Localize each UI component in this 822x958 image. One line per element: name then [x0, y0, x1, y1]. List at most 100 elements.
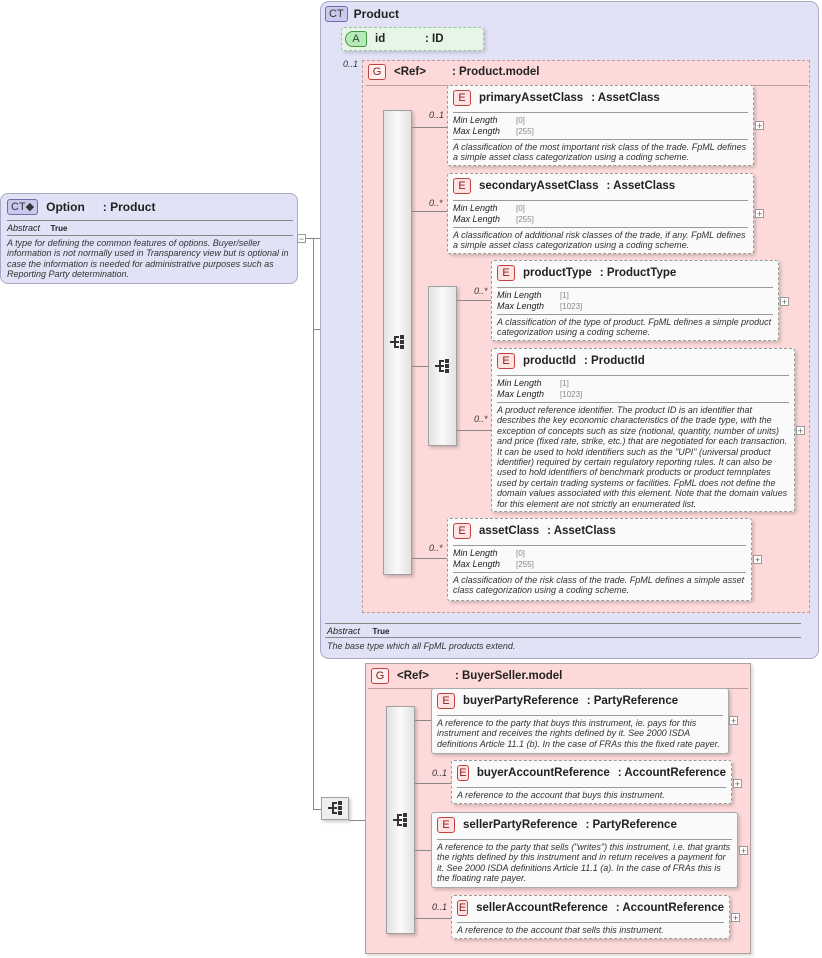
- collapse-icon[interactable]: −: [297, 234, 306, 244]
- group-ref: <Ref>: [397, 670, 429, 682]
- facet-max-length: Max Length[255]: [453, 559, 534, 569]
- element-productType[interactable]: E productType : ProductType Min Length[1…: [491, 260, 779, 341]
- element-icon: E: [437, 693, 455, 709]
- element-type: : AssetClass: [591, 92, 660, 104]
- element-type: : AccountReference: [617, 767, 726, 779]
- element-icon: E: [457, 765, 469, 781]
- product-abstract: Abstract True: [327, 626, 390, 636]
- attribute-name: id: [375, 33, 386, 45]
- facet-max-length: Max Length[1023]: [497, 301, 583, 311]
- group-icon: G: [371, 668, 389, 684]
- element-documentation: A reference to the party that sells ("wr…: [437, 842, 731, 884]
- sequence-icon: [390, 335, 404, 349]
- element-type: : PartyReference: [586, 695, 679, 707]
- facet-min-length: Min Length[0]: [453, 203, 525, 213]
- element-documentation: A classification of the type of product.…: [497, 317, 772, 338]
- element-secondaryAssetClass[interactable]: E secondaryAssetClass : AssetClass Min L…: [447, 173, 754, 254]
- facet-max-length: Max Length[1023]: [497, 389, 583, 399]
- complex-type-icon: CT◆: [7, 199, 39, 215]
- element-type: : AssetClass: [547, 525, 616, 537]
- attribute-icon: A: [345, 31, 367, 47]
- element-name: primaryAssetClass: [479, 92, 584, 104]
- element-sellerPartyReference[interactable]: E sellerPartyReference : PartyReference …: [431, 812, 738, 888]
- occurrence-label: 0..*: [474, 414, 488, 424]
- element-name: sellerPartyReference: [463, 819, 578, 831]
- group-ref: <Ref>: [394, 66, 426, 78]
- expand-icon[interactable]: +: [796, 426, 805, 436]
- element-icon: E: [453, 178, 471, 194]
- element-primaryAssetClass[interactable]: E primaryAssetClass : AssetClass Min Len…: [447, 85, 754, 166]
- element-icon: E: [453, 90, 471, 106]
- element-documentation: A product reference identifier. The prod…: [497, 405, 788, 509]
- facet-max-length: Max Length[255]: [453, 214, 534, 224]
- element-icon: E: [437, 817, 455, 833]
- occurrence-label: 0..1: [432, 902, 448, 912]
- element-documentation: A reference to the account that sells th…: [457, 925, 664, 935]
- option-abstract: Abstract True: [7, 223, 68, 233]
- expand-icon[interactable]: +: [739, 846, 748, 856]
- buyerseller-header: G <Ref> : BuyerSeller.model: [371, 668, 562, 684]
- facet-min-length: Min Length[1]: [497, 378, 569, 388]
- element-name: buyerPartyReference: [463, 695, 579, 707]
- group-occurrence: 0..1: [343, 59, 359, 69]
- occurrence-label: 0..*: [429, 543, 443, 553]
- option-complex-type[interactable]: CT◆ Option : Product Abstract True A typ…: [0, 193, 298, 284]
- element-name: buyerAccountReference: [476, 767, 610, 779]
- group-icon: G: [368, 64, 386, 80]
- element-productId[interactable]: E productId : ProductId Min Length[1] Ma…: [491, 348, 795, 512]
- product-documentation: The base type which all FpML products ex…: [327, 641, 516, 651]
- element-icon: E: [497, 353, 515, 369]
- group-name: : Product.model: [451, 66, 540, 78]
- element-name: productId: [523, 355, 577, 367]
- element-documentation: A reference to the account that buys thi…: [457, 790, 665, 800]
- element-type: : AssetClass: [606, 180, 676, 192]
- expand-icon[interactable]: +: [731, 913, 740, 923]
- group-name: : BuyerSeller.model: [454, 670, 563, 682]
- facet-min-length: Min Length[0]: [453, 548, 525, 558]
- occurrence-label: 0..1: [432, 768, 448, 778]
- product-name: Product: [353, 7, 400, 21]
- attribute-id[interactable]: A id : ID: [341, 27, 484, 51]
- element-name: assetClass: [479, 525, 540, 537]
- element-type: : AccountReference: [615, 902, 724, 914]
- element-name: sellerAccountReference: [476, 902, 608, 914]
- option-name: Option: [46, 200, 85, 214]
- facet-max-length: Max Length[255]: [453, 126, 534, 136]
- expand-icon[interactable]: +: [755, 121, 764, 131]
- occurrence-label: 0..*: [474, 286, 488, 296]
- option-documentation: A type for defining the common features …: [7, 238, 289, 280]
- expand-icon[interactable]: +: [753, 555, 762, 565]
- element-type: : ProductType: [599, 267, 677, 279]
- facet-min-length: Min Length[0]: [453, 115, 525, 125]
- element-documentation: A classification of additional risk clas…: [453, 230, 746, 251]
- element-icon: E: [497, 265, 515, 281]
- expand-icon[interactable]: +: [755, 209, 764, 219]
- option-type: : Product: [102, 200, 156, 214]
- expand-icon[interactable]: +: [729, 716, 738, 726]
- occurrence-label: 0..*: [429, 198, 443, 208]
- element-icon: E: [457, 900, 469, 916]
- element-icon: E: [453, 523, 471, 539]
- expand-icon[interactable]: +: [780, 297, 789, 307]
- occurrence-label: 0..1: [429, 110, 445, 120]
- element-name: secondaryAssetClass: [479, 180, 599, 192]
- complex-type-icon: CT: [325, 6, 348, 22]
- product-header: CT Product: [325, 6, 399, 22]
- element-sellerAccountReference[interactable]: E sellerAccountReference : AccountRefere…: [451, 895, 730, 939]
- option-header: CT◆ Option : Product: [7, 199, 155, 215]
- attribute-type: : ID: [425, 33, 444, 45]
- element-assetClass[interactable]: E assetClass : AssetClass Min Length[0] …: [447, 518, 752, 601]
- expand-icon[interactable]: +: [733, 779, 742, 789]
- element-type: : PartyReference: [585, 819, 677, 831]
- facet-min-length: Min Length[1]: [497, 290, 569, 300]
- element-buyerAccountReference[interactable]: E buyerAccountReference : AccountReferen…: [451, 760, 732, 804]
- element-type: : ProductId: [584, 355, 645, 367]
- element-documentation: A classification of the most important r…: [453, 142, 747, 163]
- sequence-icon: [328, 801, 342, 815]
- product-model-header: G <Ref> : Product.model: [368, 64, 540, 80]
- sequence-icon: [435, 359, 449, 373]
- element-buyerPartyReference[interactable]: E buyerPartyReference : PartyReference A…: [431, 688, 729, 754]
- element-documentation: A reference to the party that buys this …: [437, 718, 720, 749]
- element-documentation: A classification of the risk class of th…: [453, 575, 745, 596]
- sequence-icon: [393, 813, 407, 827]
